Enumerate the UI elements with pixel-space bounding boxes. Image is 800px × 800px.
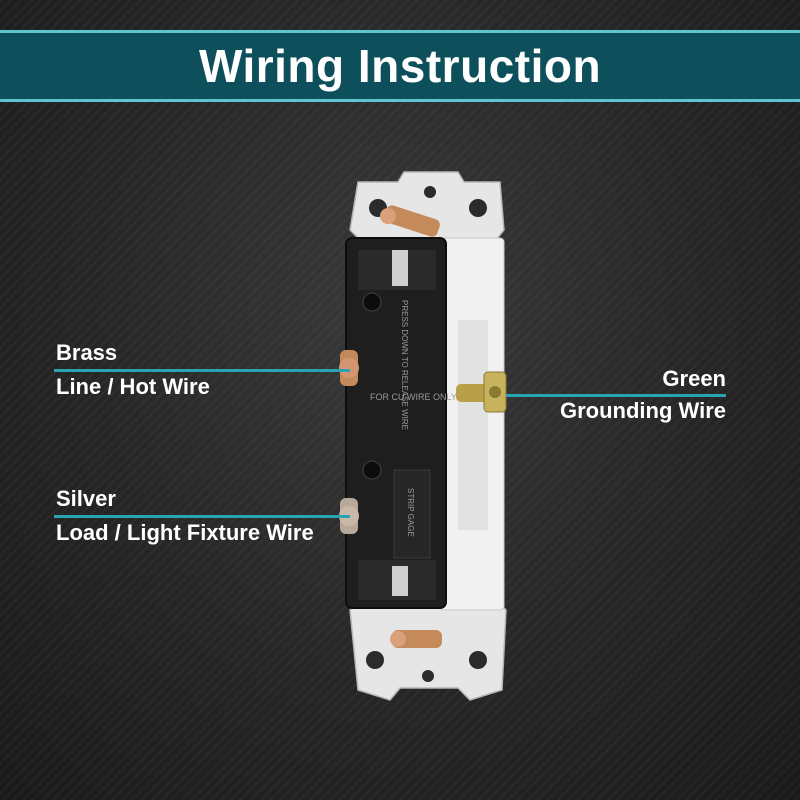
green-callout-line xyxy=(506,394,726,397)
cu-wire-text: FOR CU WIRE ONLY xyxy=(370,392,457,402)
silver-description: Load / Light Fixture Wire xyxy=(56,520,314,545)
brass-screw-icon xyxy=(339,350,359,386)
press-release-text: PRESS DOWN TO RELEASE WIRE xyxy=(400,300,409,430)
silver-label: Silver xyxy=(56,486,116,511)
black-switch-body: PRESS DOWN TO RELEASE WIRE FOR CU WIRE O… xyxy=(345,237,457,609)
bottom-mounting-strap xyxy=(349,599,507,701)
brass-description: Line / Hot Wire xyxy=(56,374,210,399)
green-ground-screw-icon xyxy=(456,371,507,413)
strip-gage-text: STRIP GAGE xyxy=(406,488,415,537)
brass-label: Brass xyxy=(56,340,118,365)
title-banner: Wiring Instruction xyxy=(0,30,800,102)
top-terminal-screw-icon xyxy=(380,205,440,237)
silver-callout-line xyxy=(54,515,350,518)
bottom-terminal-screw-icon xyxy=(390,630,442,648)
brass-callout-line xyxy=(54,369,350,372)
page-title: Wiring Instruction xyxy=(198,40,602,92)
green-description: Grounding Wire xyxy=(559,398,726,423)
green-label: Green xyxy=(662,366,726,391)
